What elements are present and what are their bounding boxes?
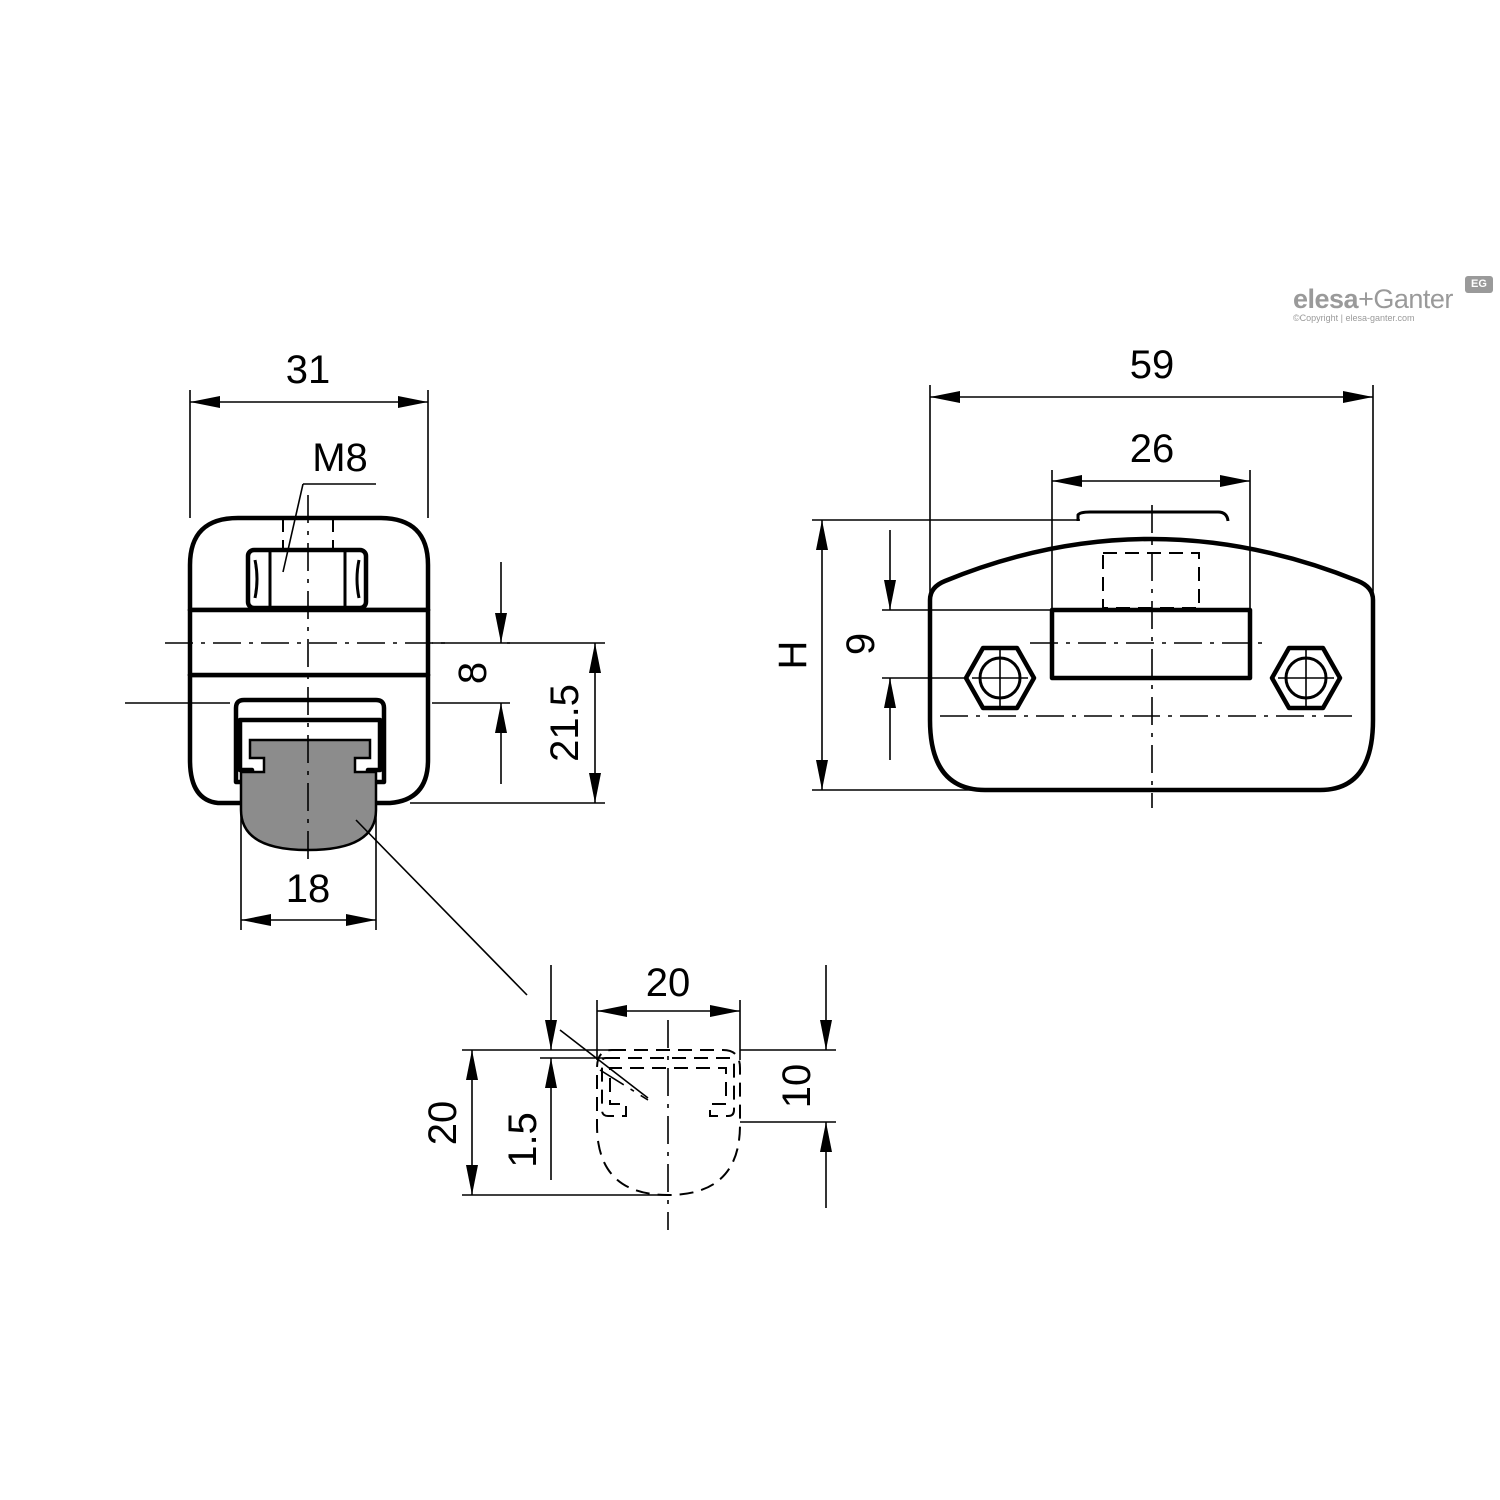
- dim-width-inner: 26: [1130, 427, 1175, 471]
- body-lower-section: [187, 672, 431, 806]
- dim-base-height: 21.5: [543, 684, 587, 762]
- dim-width-front: 59: [1130, 343, 1175, 387]
- rail-channel: [233, 697, 387, 785]
- profile-detail: 20 20 1.5 10: [421, 961, 836, 1230]
- body-upper-section: [187, 515, 431, 613]
- hex-nut: [245, 547, 369, 611]
- brand-copyright: ©Copyright | elesa-ganter.com: [1293, 313, 1415, 323]
- dim-height-inner: 9: [839, 633, 883, 655]
- brand-logo: elesa+Ganter ©Copyright | elesa-ganter.c…: [1293, 276, 1493, 323]
- dim-profile-width: 20: [646, 961, 691, 1005]
- label-thread: M8: [312, 436, 368, 480]
- front-view: 59 26 H 9: [771, 343, 1376, 808]
- side-section-view: 31 M8 8 21.5 18: [125, 348, 605, 996]
- dim-profile-height: 20: [421, 1101, 465, 1146]
- profile-outline: [596, 1049, 741, 1197]
- dim-rail-width: 18: [286, 867, 331, 911]
- dim-profile-depth: 10: [775, 1064, 819, 1109]
- brand-name: elesa+Ganter: [1293, 284, 1453, 314]
- dim-width-side: 31: [286, 348, 331, 392]
- dim-profile-lip: 1.5: [501, 1112, 545, 1168]
- brand-mark: EG: [1465, 276, 1493, 293]
- front-slot: [1049, 607, 1253, 681]
- dim-height-total: H: [771, 641, 815, 670]
- dim-slot-height: 8: [451, 662, 495, 684]
